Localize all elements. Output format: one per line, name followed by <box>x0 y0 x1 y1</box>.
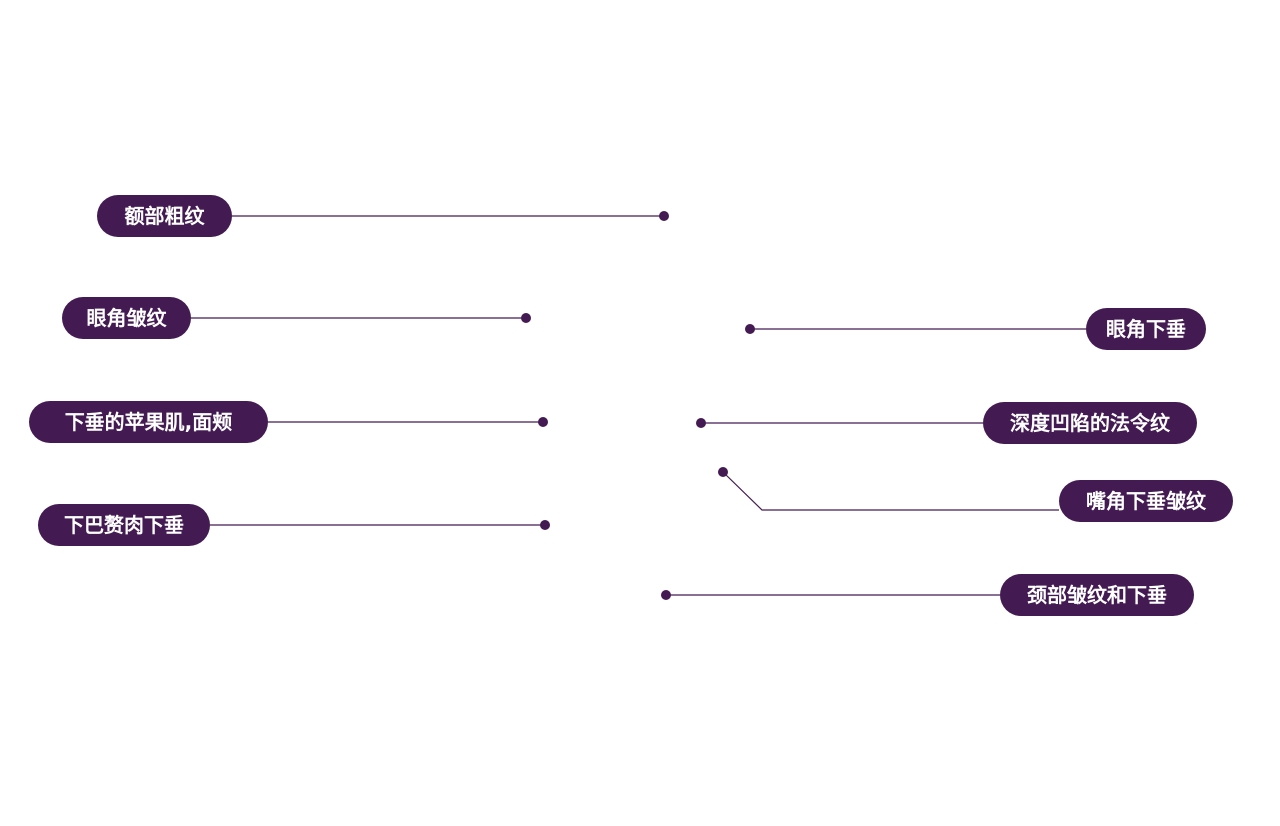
anchor-dot-eye-wrinkles <box>521 313 531 323</box>
anchor-dot-neck <box>661 590 671 600</box>
label-mouth-corner-wrinkles[interactable]: 嘴角下垂皱纹 <box>1059 480 1233 522</box>
label-sagging-jowls[interactable]: 下巴赘肉下垂 <box>38 504 210 546</box>
label-deep-nasolabial-folds[interactable]: 深度凹陷的法令纹 <box>983 402 1197 444</box>
anchor-dot-mouth <box>718 467 728 477</box>
leader-line-mouth <box>722 471 1059 511</box>
anchor-dot-cheek <box>538 417 548 427</box>
label-eye-corner-wrinkles[interactable]: 眼角皱纹 <box>62 297 191 339</box>
anchor-dot-eye-droop <box>745 324 755 334</box>
anchor-dot-forehead <box>659 211 669 221</box>
anchor-dot-jowls <box>540 520 550 530</box>
label-neck-wrinkles-sagging[interactable]: 颈部皱纹和下垂 <box>1000 574 1194 616</box>
anchor-dot-nasolabial <box>696 418 706 428</box>
label-sagging-cheek[interactable]: 下垂的苹果肌,面颊 <box>29 401 268 443</box>
label-drooping-eye-corner[interactable]: 眼角下垂 <box>1086 308 1206 350</box>
label-forehead-wrinkles[interactable]: 额部粗纹 <box>97 195 232 237</box>
